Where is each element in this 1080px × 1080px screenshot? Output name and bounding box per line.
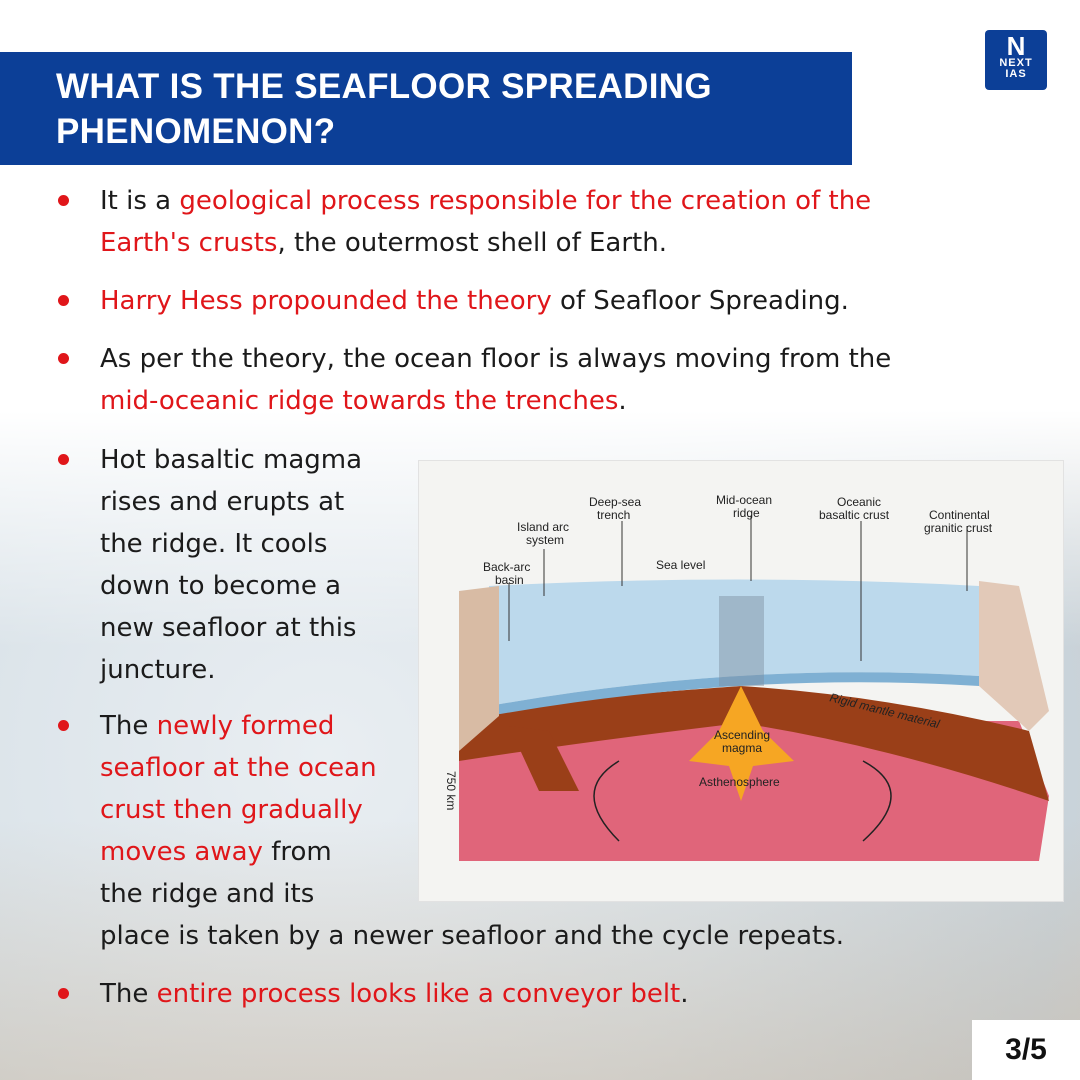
label-sea-level: Sea level	[656, 558, 705, 572]
continental-block	[979, 581, 1049, 731]
logo-word-1: NEXT	[999, 57, 1033, 69]
ascending-magma	[689, 686, 794, 801]
label-continental: Continental	[929, 508, 990, 522]
bullet-item-1: It is a geological process responsible f…	[100, 186, 872, 258]
next-ias-logo: N NEXT IAS	[985, 30, 1047, 90]
label-granitic-crust: granitic crust	[924, 521, 993, 535]
label-basin: basin	[495, 573, 524, 587]
subducting-slab	[509, 726, 579, 791]
label-trench: trench	[597, 508, 630, 522]
title-banner: WHAT IS THE SEAFLOOR SPREADING PHENOMENO…	[0, 52, 852, 165]
bullet-item-5: The newly formed seafloor at the ocean c…	[100, 711, 845, 951]
bullet-dot	[58, 720, 69, 731]
page-title: WHAT IS THE SEAFLOOR SPREADING PHENOMENO…	[56, 64, 852, 154]
label-back-arc: Back-arc	[483, 560, 530, 574]
diagram-svg: Deep-sea trench Mid-ocean ridge Oceanic …	[444, 493, 1049, 861]
label-magma: magma	[722, 741, 762, 755]
bullet-dot	[58, 195, 69, 206]
convection-arrow-left	[593, 760, 620, 842]
rigid-mantle-band	[459, 686, 1049, 801]
label-oceanic: Oceanic	[837, 495, 881, 509]
ridge-zone	[719, 596, 764, 686]
bullet-dot	[58, 295, 69, 306]
label-mid-ocean: Mid-ocean	[716, 493, 772, 507]
back-arc-block	[459, 586, 499, 751]
label-deep-sea: Deep-sea	[589, 495, 641, 509]
bullet-item-6: The entire process looks like a conveyor…	[100, 979, 689, 1009]
page-indicator: 3/5	[972, 1020, 1080, 1080]
oceanic-crust-layer	[489, 672, 979, 716]
label-ascending: Ascending	[714, 728, 770, 742]
bullet-dot	[58, 353, 69, 364]
label-depth: 750 km	[444, 771, 458, 810]
seafloor-spreading-diagram: Deep-sea trench Mid-ocean ridge Oceanic …	[418, 460, 1064, 902]
title-line-1: WHAT IS THE SEAFLOOR SPREADING	[56, 67, 712, 106]
title-line-2: PHENOMENON?	[56, 112, 336, 151]
ocean-water	[489, 579, 979, 706]
bullet-item-2: Harry Hess propounded the theory of Seaf…	[100, 286, 849, 316]
label-ridge: ridge	[733, 506, 760, 520]
bullet-dot	[58, 454, 69, 465]
bullet-dot	[58, 988, 69, 999]
bullet-item-4: Hot basaltic magma rises and erupts at t…	[100, 445, 363, 685]
convection-arrow-right	[862, 760, 892, 842]
logo-word-2: IAS	[1005, 68, 1027, 80]
label-asthenosphere: Asthenosphere	[699, 775, 780, 789]
label-system: system	[526, 533, 564, 547]
label-island-arc: Island arc	[517, 520, 569, 534]
logo-mark: N	[1006, 31, 1026, 61]
bullet-item-3: As per the theory, the ocean floor is al…	[100, 344, 892, 416]
label-basaltic-crust: basaltic crust	[819, 508, 890, 522]
